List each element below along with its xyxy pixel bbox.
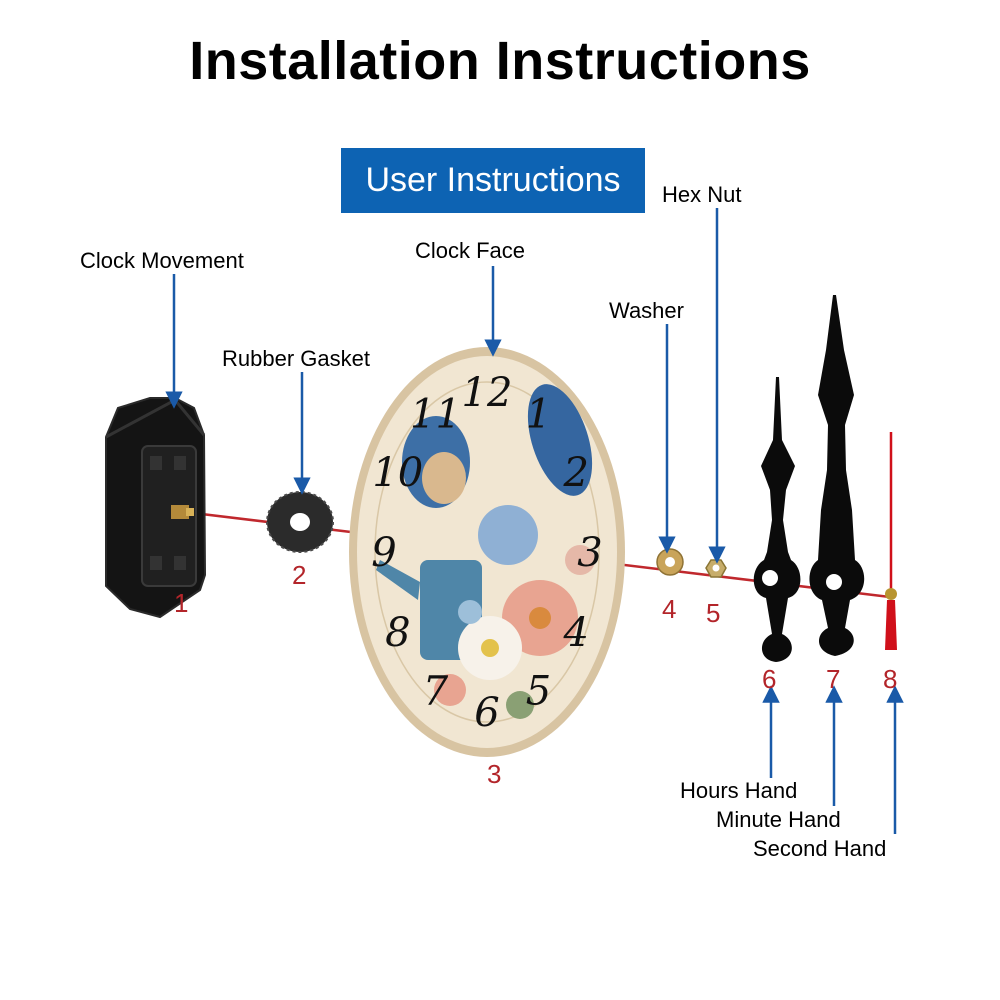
second-hand-part [885, 432, 897, 650]
hours-hand-part [753, 377, 801, 662]
minute-hand-label: Minute Hand [716, 807, 841, 832]
right-bird-illustration [527, 384, 593, 496]
dial-numeral-11: 11 [410, 391, 461, 437]
hours-hand-label: Hours Hand [680, 778, 798, 803]
dial-numeral-8: 8 [385, 610, 410, 656]
page-title: Installation Instructions [189, 31, 811, 91]
part-number-7: 7 [826, 664, 841, 694]
dial-numeral-3: 3 [577, 530, 602, 576]
clock-movement-label: Clock Movement [80, 248, 244, 273]
second-hand-label: Second Hand [753, 836, 887, 861]
dial-numeral-6: 6 [474, 690, 499, 736]
dial-numeral-5: 5 [526, 669, 551, 715]
dial-numeral-10: 10 [372, 450, 423, 496]
rubber-gasket-part [266, 491, 334, 553]
part-number-6: 6 [762, 664, 777, 694]
part-number-2: 2 [292, 560, 307, 590]
hex-nut-part [705, 559, 727, 578]
dial-numeral-7: 7 [423, 669, 449, 715]
part-number-4: 4 [662, 594, 677, 624]
clock-movement-part [105, 397, 207, 619]
dial-numeral-4: 4 [562, 610, 588, 656]
part-number-5: 5 [706, 598, 721, 628]
part-number-1: 1 [174, 588, 189, 618]
flower-bouquet-illustration [434, 505, 595, 719]
minute-hand-part [809, 295, 865, 656]
rubber-gasket-label: Rubber Gasket [222, 346, 370, 371]
dial-numeral-9: 9 [371, 530, 396, 576]
dial-numeral-1: 1 [526, 391, 551, 437]
washer-part [656, 548, 684, 576]
part-number-8: 8 [883, 664, 898, 694]
part-number-3: 3 [487, 759, 502, 789]
dial-numeral-2: 2 [562, 450, 588, 496]
hex-nut-label: Hex Nut [662, 182, 742, 207]
clock-face-label: Clock Face [415, 238, 526, 263]
washer-label: Washer [609, 298, 684, 323]
user-instructions-banner: User Instructions [341, 148, 645, 213]
dial-numeral-12: 12 [462, 370, 513, 416]
